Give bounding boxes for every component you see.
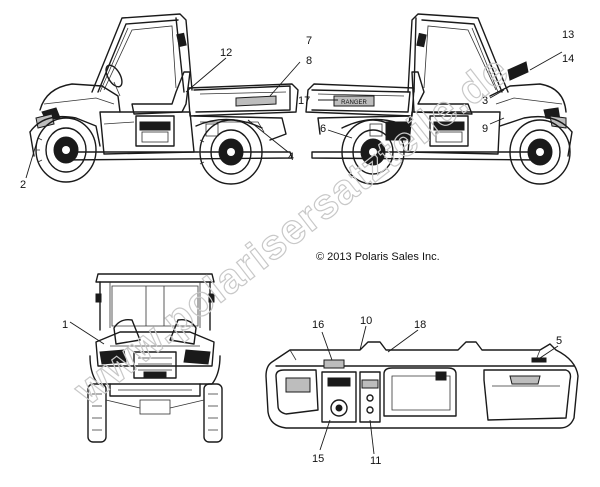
callout-16: 16 bbox=[312, 319, 324, 331]
callout-3: 3 bbox=[482, 95, 488, 107]
callout-17: 17 bbox=[298, 95, 310, 107]
callout-18: 18 bbox=[414, 319, 426, 331]
callout-labels: 1 2 3 4 5 6 7 8 9 10 11 12 13 14 15 16 1… bbox=[20, 29, 574, 467]
callout-11: 11 bbox=[370, 455, 381, 467]
callout-14: 14 bbox=[562, 53, 574, 65]
callout-1: 1 bbox=[62, 319, 68, 331]
callout-10: 10 bbox=[360, 315, 372, 327]
vehicle-front-view bbox=[87, 273, 223, 443]
ranger-decal-text: RANGER bbox=[341, 100, 367, 106]
callout-6: 6 bbox=[320, 123, 326, 135]
callout-15: 15 bbox=[312, 453, 324, 465]
callout-leaders bbox=[25, 51, 563, 455]
copyright-text: © 2013 Polaris Sales Inc. bbox=[316, 251, 440, 263]
vehicle-right-side-view: RANGER bbox=[305, 13, 573, 185]
callout-2: 2 bbox=[20, 179, 26, 191]
vehicle-left-side-view bbox=[29, 13, 299, 185]
callout-5: 5 bbox=[556, 335, 562, 347]
callout-7: 7 bbox=[306, 35, 312, 47]
callout-4: 4 bbox=[288, 151, 294, 163]
callout-12: 12 bbox=[220, 47, 232, 59]
dashboard-panel bbox=[265, 341, 579, 429]
callout-13: 13 bbox=[562, 29, 574, 41]
callout-9: 9 bbox=[482, 123, 488, 135]
callout-8: 8 bbox=[306, 55, 312, 67]
